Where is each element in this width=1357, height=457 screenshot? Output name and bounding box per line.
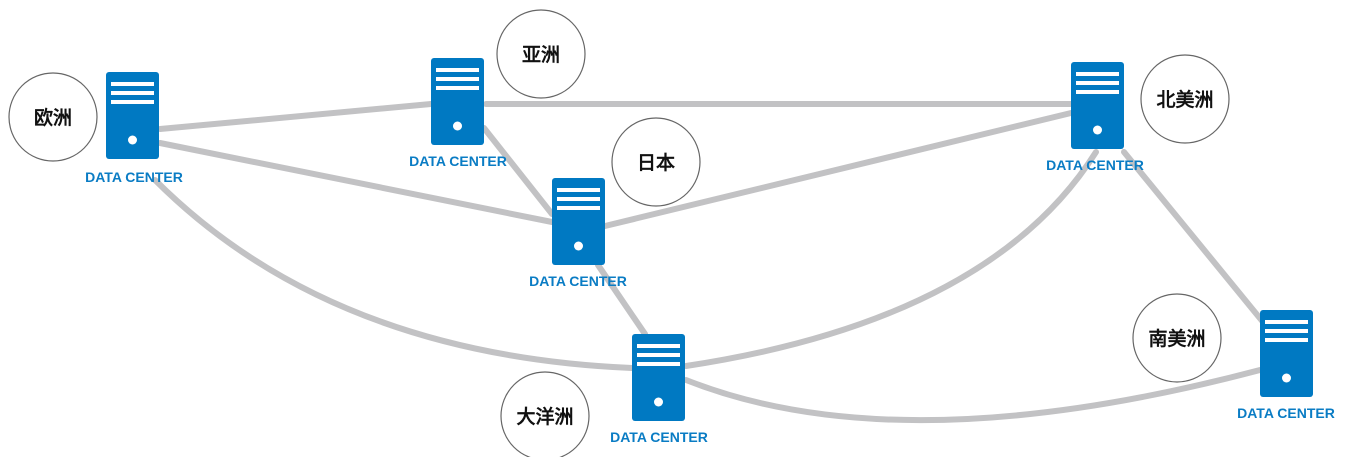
link-europe-asia xyxy=(157,101,434,132)
region-circle xyxy=(496,9,586,99)
region-label: 大洋洲 xyxy=(516,405,573,428)
region-bubble-north-america: 北美洲 xyxy=(1140,54,1230,144)
link-north-america-south-america xyxy=(1121,149,1266,325)
server-icon xyxy=(1260,310,1313,397)
link-japan-oceania xyxy=(595,262,648,337)
region-bubble-oceania: 大洋洲 xyxy=(500,371,590,457)
server-icon xyxy=(552,178,605,265)
data-center-label: DATA CENTER xyxy=(1046,157,1144,173)
region-bubble-asia: 亚洲 xyxy=(496,9,586,99)
data-center-nodes: DATA CENTER DATA CENTER DATA CENTER DATA CE… xyxy=(85,58,1335,445)
server-icon xyxy=(431,58,484,145)
data-center-europe: DATA CENTER xyxy=(85,72,183,185)
data-center-label: DATA CENTER xyxy=(610,429,708,445)
region-label: 南美洲 xyxy=(1148,327,1205,350)
link-europe-japan xyxy=(157,140,555,225)
data-center-asia: DATA CENTER xyxy=(409,58,507,169)
data-center-oceania: DATA CENTER xyxy=(610,334,708,445)
data-center-label: DATA CENTER xyxy=(409,153,507,169)
data-center-label: DATA CENTER xyxy=(529,273,627,289)
server-icon xyxy=(632,334,685,421)
region-label: 欧洲 xyxy=(34,106,72,129)
server-icon xyxy=(106,72,159,159)
region-bubble-japan: 日本 xyxy=(611,117,701,207)
data-center-label: DATA CENTER xyxy=(85,169,183,185)
link-asia-japan xyxy=(481,125,555,217)
data-center-label: DATA CENTER xyxy=(1237,405,1335,421)
region-circle xyxy=(1140,54,1230,144)
region-label: 亚洲 xyxy=(522,44,560,66)
data-center-north-america: DATA CENTER xyxy=(1046,62,1144,173)
region-circle xyxy=(8,72,98,162)
link-europe-oceania xyxy=(152,177,635,371)
link-oceania-south-america xyxy=(683,367,1263,424)
connection-links xyxy=(152,101,1266,424)
region-circle xyxy=(1132,293,1222,383)
link-oceania-north-america xyxy=(683,149,1099,369)
data-center-japan: DATA CENTER xyxy=(529,178,627,289)
region-circle xyxy=(611,117,701,207)
region-label: 北美洲 xyxy=(1156,88,1213,111)
region-bubble-south-america: 南美洲 xyxy=(1132,293,1222,383)
region-label: 日本 xyxy=(637,151,675,174)
server-icon xyxy=(1071,62,1124,149)
data-center-south-america: DATA CENTER xyxy=(1237,310,1335,421)
region-circle xyxy=(500,371,590,457)
region-bubble-europe: 欧洲 xyxy=(8,72,98,162)
link-japan-north-america xyxy=(602,110,1074,229)
